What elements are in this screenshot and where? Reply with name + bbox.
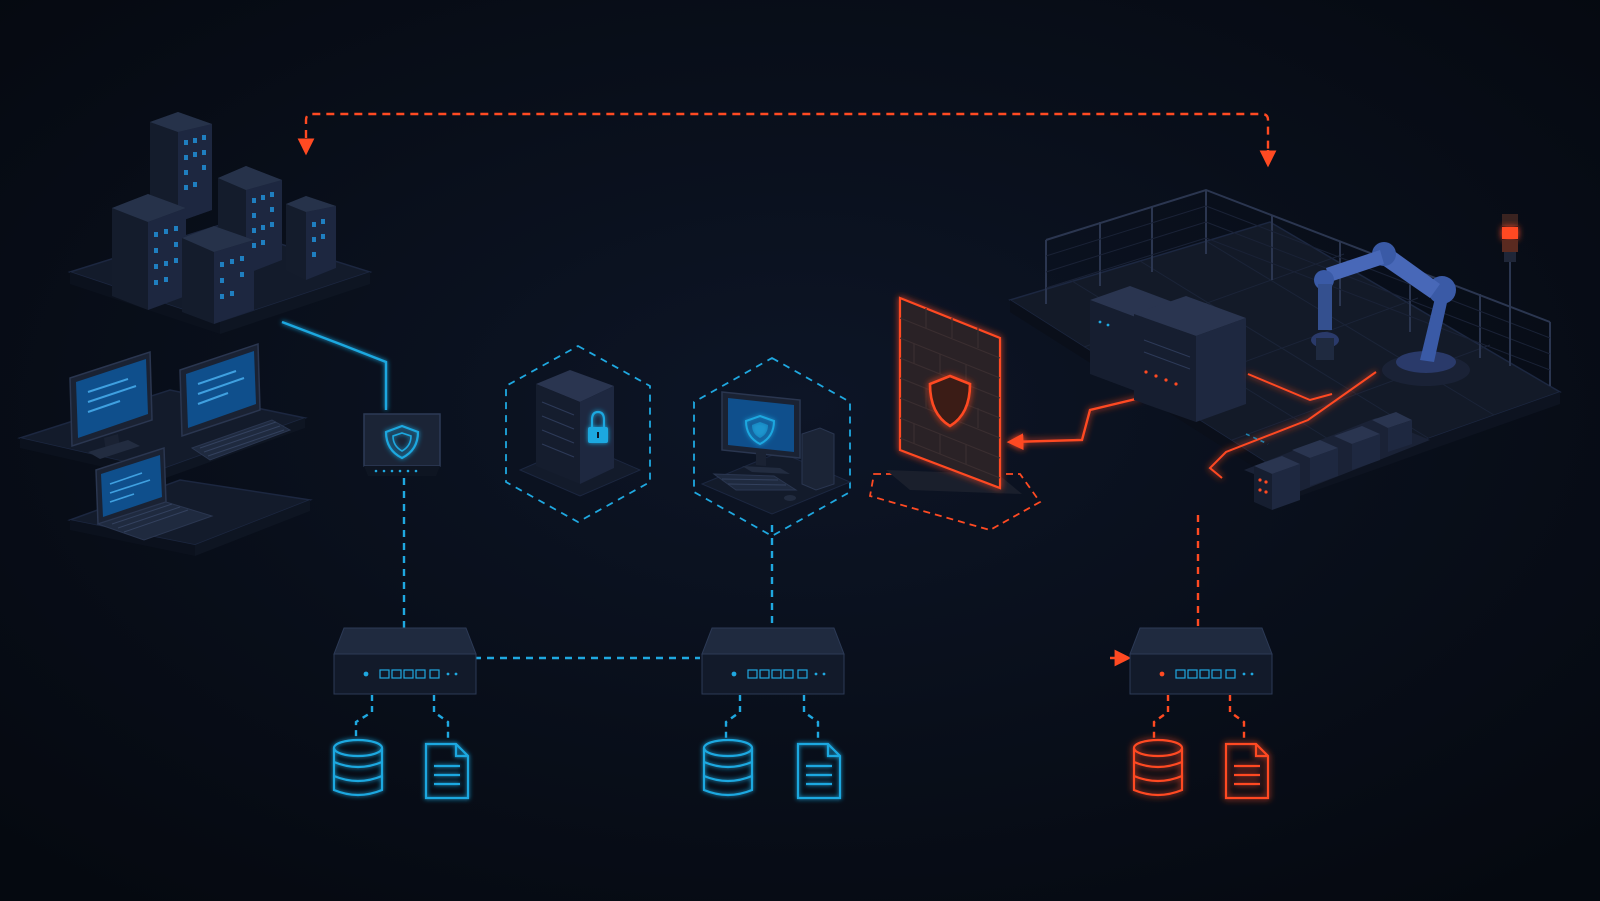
- network-switch-icon[interactable]: [333, 627, 477, 695]
- switch1-doc-link: [432, 695, 450, 738]
- lock-icon: [588, 410, 608, 443]
- database-icon[interactable]: [332, 738, 384, 797]
- ot-firewall-link: [1006, 396, 1141, 451]
- secure-server[interactable]: [505, 344, 651, 524]
- shield-icon: [744, 414, 776, 446]
- robot-arm-icon: [1311, 242, 1470, 386]
- workstation-zone-boundary: [693, 356, 851, 538]
- ot-internal-links: [1208, 371, 1377, 479]
- network-switch-icon[interactable]: [1129, 627, 1273, 695]
- workstations-cluster: [17, 342, 313, 556]
- database-icon[interactable]: [1132, 738, 1184, 797]
- document-icon[interactable]: [796, 742, 842, 800]
- connections: [281, 112, 1277, 738]
- database-icon[interactable]: [702, 738, 754, 797]
- network-switch-icon[interactable]: [701, 627, 845, 695]
- server-zone-boundary: [505, 344, 651, 524]
- top-return-link: [304, 112, 1270, 162]
- document-icon[interactable]: [1224, 742, 1270, 800]
- control-cabinet-icon: [1090, 286, 1246, 422]
- switch2-doc-link: [802, 695, 820, 738]
- switch1-db-link: [354, 695, 374, 738]
- shield-icon: [384, 424, 420, 460]
- buildings-link: [281, 320, 388, 410]
- shield-icon: [928, 374, 972, 428]
- document-icon[interactable]: [424, 742, 470, 800]
- security-gateway[interactable]: [363, 413, 441, 476]
- desktop-computer-icon: [179, 342, 292, 461]
- office-buildings-icon: [67, 112, 373, 334]
- secure-workstation[interactable]: [693, 356, 852, 538]
- signal-tower-icon: [1502, 214, 1518, 366]
- laptop-icon: [95, 446, 214, 541]
- switch3-doc-link: [1228, 695, 1246, 738]
- plc-modules: [1244, 412, 1430, 510]
- firewall-icon[interactable]: [868, 296, 1042, 531]
- switch3-db-link: [1152, 695, 1170, 738]
- ot-factory-floor: [1008, 188, 1562, 510]
- desktop-computer-icon: [69, 350, 153, 459]
- switch2-db-link: [724, 695, 742, 738]
